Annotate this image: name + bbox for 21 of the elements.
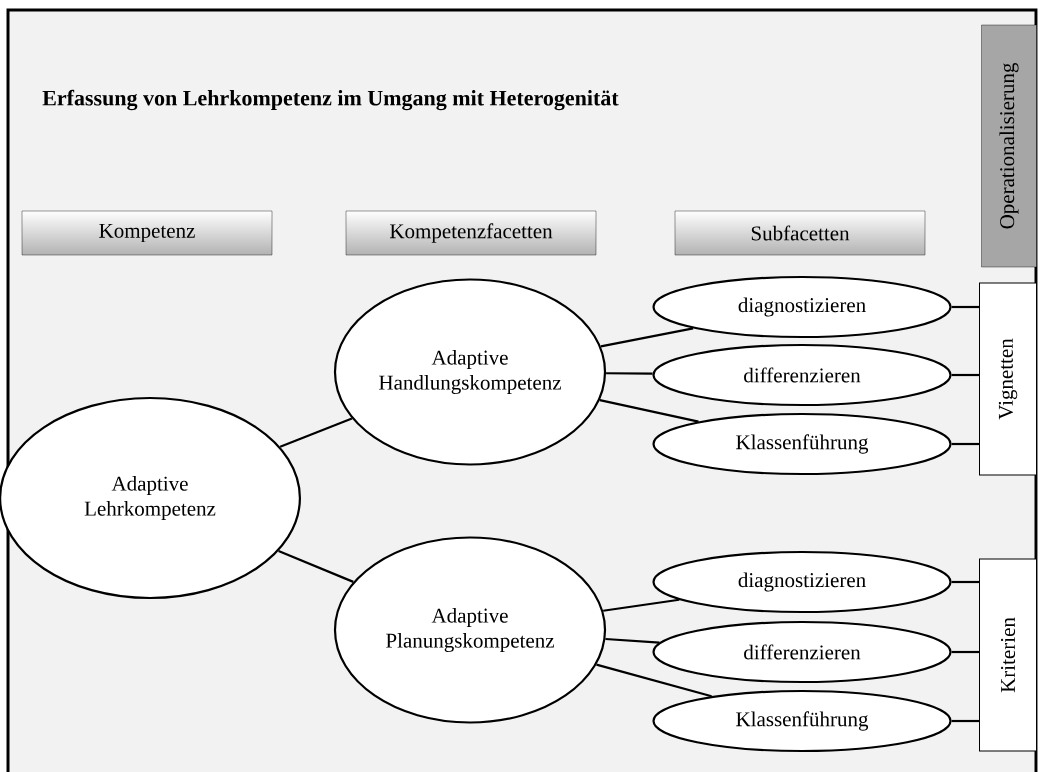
connector-line — [603, 598, 680, 612]
column-header: Operationalisierung — [981, 24, 1037, 268]
column-header: Subfacetten — [674, 210, 926, 256]
method-box: Kriterien — [979, 558, 1037, 752]
title: Erfassung von Lehrkompetenz im Umgang mit Heterogenität — [42, 89, 619, 111]
connector-line — [599, 399, 699, 423]
connector-line — [606, 372, 653, 375]
column-header: Kompetenzfacetten — [345, 210, 597, 256]
connector-line — [951, 373, 979, 377]
connector-line — [605, 637, 660, 644]
connector-line — [951, 650, 979, 654]
connector-line — [600, 327, 694, 348]
method-box: Vignetten — [979, 282, 1037, 476]
connector-line — [951, 442, 979, 446]
connector-line — [951, 719, 979, 723]
connector-line — [951, 305, 979, 309]
connector-line — [278, 550, 354, 583]
connector-line — [596, 663, 712, 698]
column-header: Kompetenz — [21, 210, 273, 256]
connector-line — [279, 417, 353, 448]
connector-line — [951, 580, 979, 584]
